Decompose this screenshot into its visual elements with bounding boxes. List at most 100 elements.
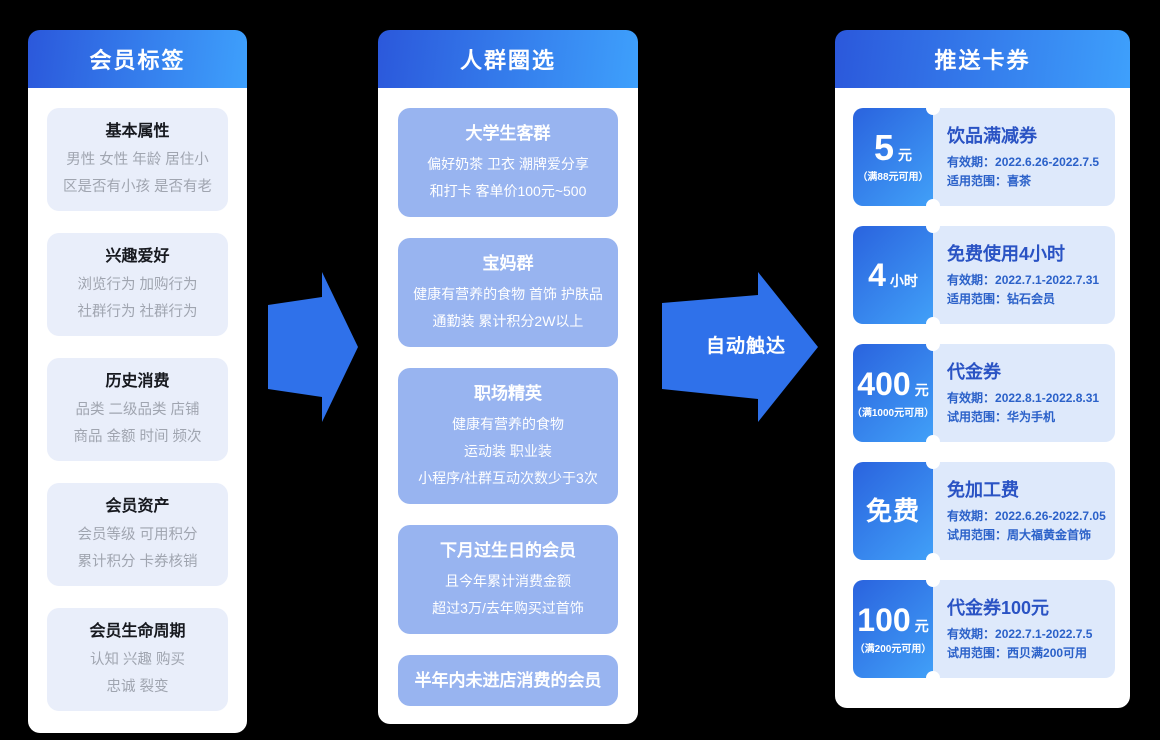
coupon-free-4-hours: 4 小时 免费使用4小时 有效期：2022.7.1-2022.7.31 适用范围… [853, 219, 1115, 331]
coupon-validity: 有效期：2022.6.26-2022.7.05 [947, 507, 1111, 526]
coupon-scope: 试用范围：周大福黄金首饰 [947, 526, 1111, 545]
coupon-value: 5 [873, 127, 895, 168]
validity-label: 有效期： [947, 155, 996, 169]
audience-selection-header: 人群圈选 [378, 30, 638, 88]
tag-card-member-lifecycle: 会员生命周期 认知 兴趣 购买 忠诚 裂变 [47, 608, 228, 711]
coupon-unit: 元 [914, 382, 929, 398]
coupon-value: 4 [868, 257, 886, 293]
segment-card-line: 且今年累计消费金额 [445, 573, 571, 589]
validity-label: 有效期： [947, 627, 996, 641]
coupon-validity: 有效期：2022.7.1-2022.7.31 [947, 271, 1111, 290]
coupon-detail-section: 代金券100元 有效期：2022.7.1-2022.7.5 试用范围：西贝满20… [933, 580, 1115, 678]
coupon-detail-section: 免费使用4小时 有效期：2022.7.1-2022.7.31 适用范围：钻石会员 [933, 226, 1115, 324]
validity-value: 2022.6.26-2022.7.05 [995, 509, 1106, 523]
segment-card-title: 大学生客群 [465, 124, 551, 143]
segment-card-line: 偏好奶茶 卫衣 潮牌爱分享 [427, 156, 589, 172]
push-coupons-header: 推送卡券 [835, 30, 1130, 88]
coupon-value: 400 [857, 366, 911, 402]
member-tags-header: 会员标签 [28, 30, 247, 88]
tag-card-line: 认知 兴趣 购买 [89, 652, 186, 668]
tag-card-line: 区是否有小孩 是否有老 [62, 179, 213, 195]
coupon-unit: 元 [898, 147, 913, 163]
coupon-name: 免加工费 [947, 480, 1019, 500]
validity-label: 有效期： [947, 273, 996, 287]
coupon-value-section: 100 元 （满200元可用） [853, 580, 933, 678]
coupon-notch [926, 101, 940, 115]
member-tags-body: 基本属性 男性 女性 年龄 居住小 区是否有小孩 是否有老 兴趣爱好 浏览行为 … [28, 88, 247, 733]
segment-card-professionals: 职场精英 健康有营养的食物 运动装 职业装 小程序/社群互动次数少于3次 [398, 368, 618, 504]
member-tags-panel: 会员标签 基本属性 男性 女性 年龄 居住小 区是否有小孩 是否有老 兴趣爱好 … [28, 30, 247, 733]
coupon-validity: 有效期：2022.8.1-2022.8.31 [947, 389, 1111, 408]
segment-card-inactive-members: 半年内未进店消费的会员 [398, 655, 618, 706]
coupon-value: 100 [857, 602, 911, 638]
coupon-notch [926, 573, 940, 587]
segment-card-moms: 宝妈群 健康有营养的食物 首饰 护肤品 通勤装 累计积分2W以上 [398, 238, 618, 347]
tag-card-line: 男性 女性 年龄 居住小 [66, 152, 209, 168]
coupon-value-section: 免费 [853, 462, 933, 560]
segment-card-line: 通勤装 累计积分2W以上 [432, 313, 584, 329]
validity-label: 有效期： [947, 509, 996, 523]
validity-value: 2022.7.1-2022.7.31 [995, 273, 1100, 287]
scope-value: 钻石会员 [1007, 292, 1056, 306]
audience-selection-panel: 人群圈选 大学生客群 偏好奶茶 卫衣 潮牌爱分享 和打卡 客单价100元~500… [378, 30, 638, 724]
coupon-notch [926, 219, 940, 233]
coupon-notch [926, 435, 940, 449]
coupon-validity: 有效期：2022.6.26-2022.7.5 [947, 153, 1111, 172]
auto-reach-label: 自动触达 [705, 336, 786, 357]
coupon-scope: 试用范围：西贝满200可用 [947, 644, 1111, 663]
coupon-unit: 小时 [889, 273, 918, 289]
coupon-name: 代金券100元 [947, 598, 1050, 618]
push-coupons-body: 5 元 （满88元可用） 饮品满减券 有效期：2022.6.26-2022.7.… [835, 88, 1130, 708]
coupon-value: 免费 [865, 496, 920, 526]
scope-value: 西贝满200可用 [1007, 646, 1088, 660]
coupon-condition: （满200元可用） [854, 644, 932, 655]
scope-value: 周大福黄金首饰 [1007, 528, 1092, 542]
coupon-value-section: 5 元 （满88元可用） [853, 108, 933, 206]
segment-card-line: 健康有营养的食物 [452, 416, 564, 432]
scope-value: 华为手机 [1007, 410, 1056, 424]
tag-card-title: 基本属性 [105, 123, 170, 140]
segment-card-college-students: 大学生客群 偏好奶茶 卫衣 潮牌爱分享 和打卡 客单价100元~500 [398, 108, 618, 217]
right-arrow-icon [268, 272, 358, 422]
segment-card-title: 下月过生日的会员 [440, 541, 576, 560]
tag-card-member-assets: 会员资产 会员等级 可用积分 累计积分 卡券核销 [47, 483, 228, 586]
coupon-value-section: 4 小时 [853, 226, 933, 324]
coupon-notch [926, 553, 940, 567]
tag-card-line: 浏览行为 加购行为 [77, 277, 198, 293]
scope-label: 适用范围： [947, 174, 1008, 188]
tag-card-purchase-history: 历史消费 品类 二级品类 店铺 商品 金额 时间 频次 [47, 358, 228, 461]
tag-card-line: 会员等级 可用积分 [77, 527, 198, 543]
segment-card-line: 健康有营养的食物 首饰 护肤品 [413, 286, 603, 302]
tag-card-line: 忠诚 裂变 [106, 679, 169, 695]
tag-card-line: 品类 二级品类 店铺 [75, 402, 200, 418]
validity-value: 2022.8.1-2022.8.31 [995, 391, 1100, 405]
coupon-400-voucher: 400 元 （满1000元可用） 代金券 有效期：2022.8.1-2022.8… [851, 337, 1115, 449]
validity-value: 2022.7.1-2022.7.5 [995, 627, 1093, 641]
scope-label: 试用范围： [947, 528, 1008, 542]
coupon-100-voucher: 100 元 （满200元可用） 代金券100元 有效期：2022.7.1-202… [853, 573, 1115, 685]
segment-card-title: 职场精英 [474, 384, 542, 403]
segment-card-line: 小程序/社群互动次数少于3次 [418, 470, 598, 486]
segment-card-line: 超过3万/去年购买过首饰 [432, 600, 584, 616]
coupon-notch [926, 455, 940, 469]
tag-card-title: 兴趣爱好 [105, 248, 170, 265]
coupon-detail-section: 代金券 有效期：2022.8.1-2022.8.31 试用范围：华为手机 [933, 344, 1115, 442]
coupon-drink-discount: 5 元 （满88元可用） 饮品满减券 有效期：2022.6.26-2022.7.… [853, 101, 1115, 213]
segment-card-line: 运动装 职业装 [464, 443, 552, 459]
coupon-name: 饮品满减券 [947, 126, 1037, 146]
coupon-notch [926, 337, 940, 351]
coupon-name: 代金券 [947, 362, 1001, 382]
coupon-detail-section: 免加工费 有效期：2022.6.26-2022.7.05 试用范围：周大福黄金首… [933, 462, 1115, 560]
coupon-value-section: 400 元 （满1000元可用） [851, 344, 935, 442]
scope-label: 试用范围： [947, 646, 1008, 660]
audience-selection-body: 大学生客群 偏好奶茶 卫衣 潮牌爱分享 和打卡 客单价100元~500 宝妈群 … [378, 88, 638, 724]
push-coupons-panel: 推送卡券 5 元 （满88元可用） 饮品满减券 有效期：2022.6.26-20… [835, 30, 1130, 708]
coupon-condition: （满1000元可用） [851, 408, 935, 419]
coupon-scope: 适用范围：钻石会员 [947, 290, 1111, 309]
right-arrow-icon [662, 272, 818, 422]
coupon-free-processing-fee: 免费 免加工费 有效期：2022.6.26-2022.7.05 试用范围：周大福… [853, 455, 1115, 567]
coupon-condition: （满88元可用） [857, 172, 929, 183]
coupon-name: 免费使用4小时 [947, 244, 1066, 264]
tag-card-line: 商品 金额 时间 频次 [73, 429, 202, 445]
coupon-validity: 有效期：2022.7.1-2022.7.5 [947, 625, 1111, 644]
